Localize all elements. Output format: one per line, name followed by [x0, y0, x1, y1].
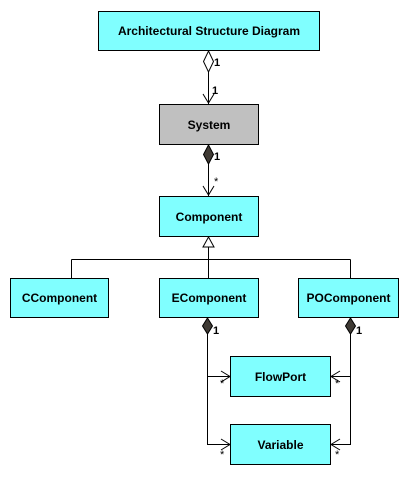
class-component[interactable]: Component	[159, 196, 259, 237]
class-system[interactable]: System	[159, 104, 259, 145]
multiplicity-label: *	[220, 449, 225, 461]
class-flowport[interactable]: FlowPort	[230, 356, 331, 397]
class-architectural-structure-diagram[interactable]: Architectural Structure Diagram	[98, 11, 320, 51]
arrowhead	[330, 438, 341, 451]
class-pocomponent[interactable]: POComponent	[298, 278, 399, 318]
class-ecomponent[interactable]: EComponent	[159, 278, 259, 318]
multiplicity-label: *	[220, 378, 225, 390]
multiplicity-label: 1	[356, 325, 363, 337]
arrowhead	[202, 185, 215, 196]
composition-line	[207, 334, 230, 377]
composition-diamond	[202, 143, 215, 166]
arrowhead	[202, 93, 215, 104]
multiplicity-label: 1	[214, 151, 221, 163]
multiplicity-label: *	[335, 378, 340, 390]
composition-line	[331, 376, 351, 445]
multiplicity-label: 1	[214, 57, 221, 69]
multiplicity-label: 1	[213, 325, 220, 337]
multiplicity-label: *	[335, 449, 340, 461]
composition-line	[207, 376, 230, 445]
multiplicity-label: 1	[212, 85, 219, 97]
composition-diamond	[201, 317, 214, 335]
class-variable[interactable]: Variable	[230, 424, 331, 465]
class-ccomponent[interactable]: CComponent	[10, 278, 109, 318]
composition-diamond	[344, 317, 357, 335]
arrowhead	[330, 370, 341, 383]
aggregation-diamond	[202, 49, 215, 74]
composition-line	[331, 334, 351, 377]
multiplicity-label: *	[214, 176, 219, 188]
generalization-triangle	[202, 235, 215, 248]
